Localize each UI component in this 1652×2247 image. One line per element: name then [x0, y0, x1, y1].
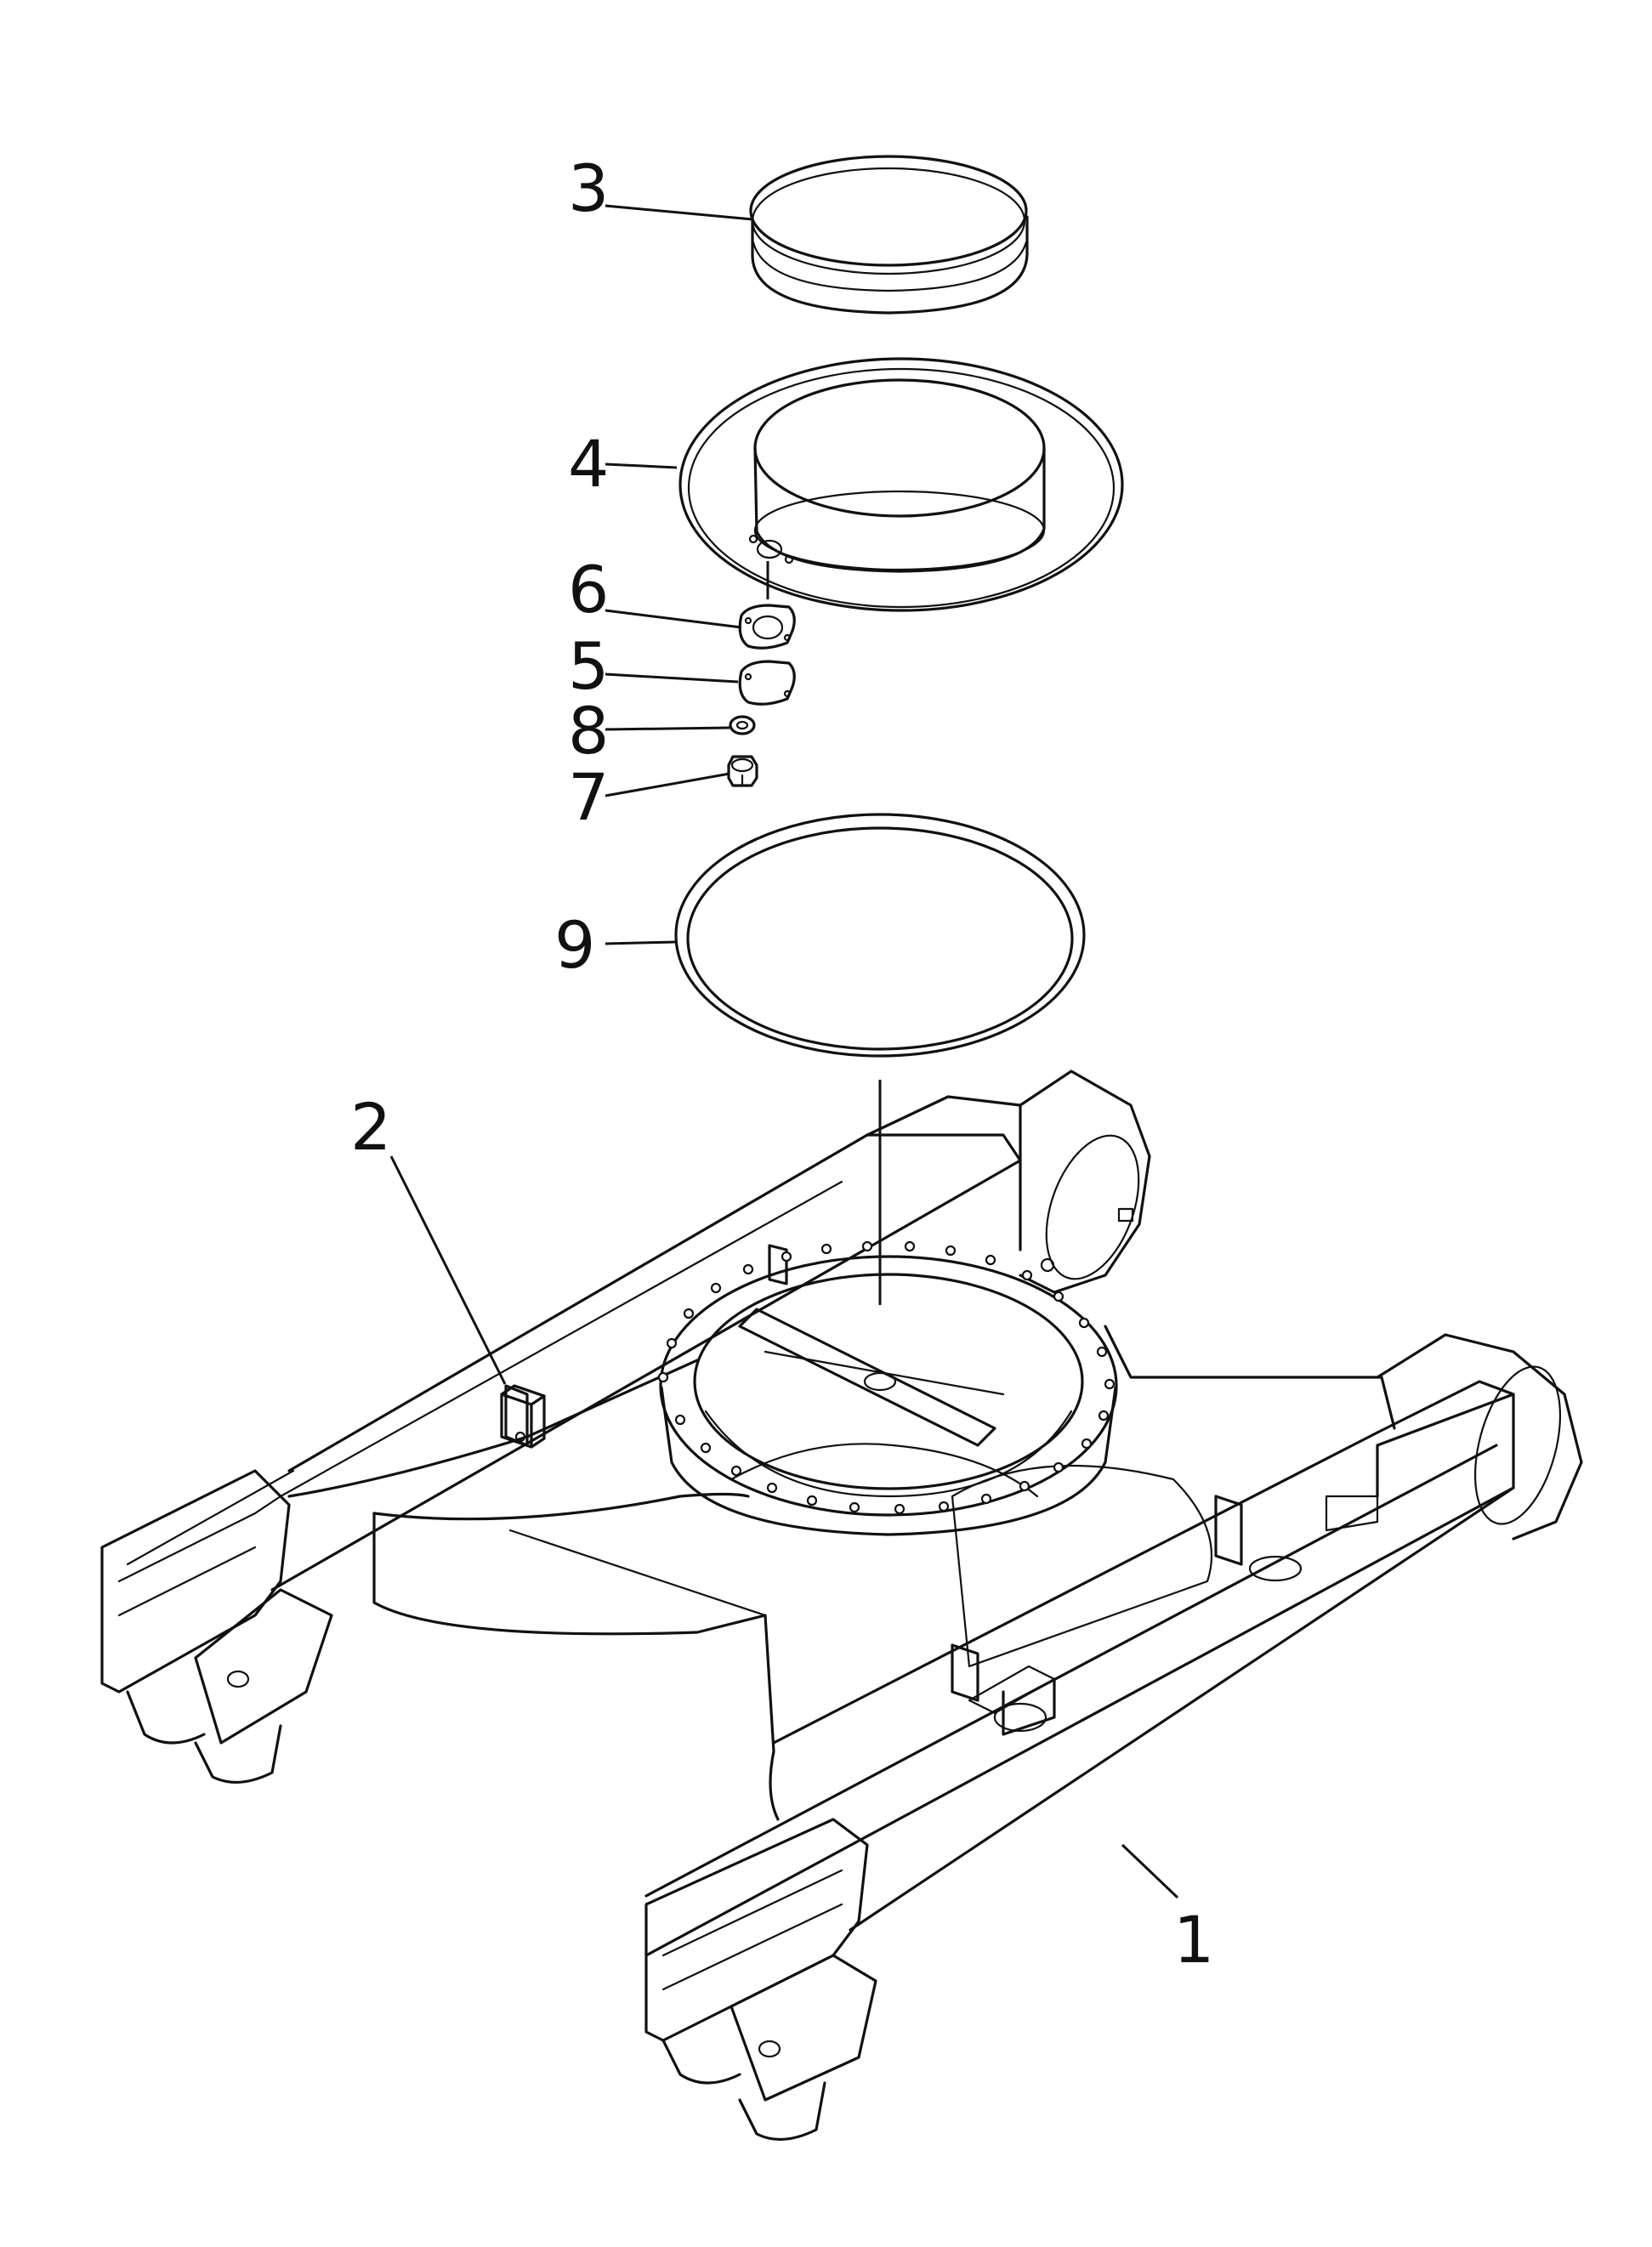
swing-circle-mount	[659, 1255, 1118, 1536]
leader-3	[605, 204, 753, 221]
callout-3: 3	[568, 150, 609, 226]
leader-4	[605, 462, 678, 469]
callout-7: 7	[568, 759, 609, 835]
bolt-holes	[657, 1240, 1116, 1515]
leader-1	[1121, 1843, 1179, 1899]
part-7-nut[interactable]	[727, 755, 758, 787]
leader-8	[605, 726, 730, 731]
part-3-cover[interactable]	[749, 155, 1029, 315]
leader-5	[605, 672, 739, 684]
leader-2	[389, 1155, 507, 1385]
part-6-gasket[interactable]	[738, 604, 796, 650]
callout-8: 8	[568, 693, 609, 769]
leader-7	[605, 772, 730, 797]
callout-6: 6	[568, 552, 609, 627]
part-4-seal-plate[interactable]	[678, 357, 1124, 612]
part-5-cover-plate[interactable]	[738, 660, 796, 706]
part-8-washer[interactable]	[729, 715, 756, 735]
callout-1: 1	[1173, 1902, 1214, 1977]
part-1-track-frame[interactable]	[100, 1070, 1583, 2142]
leader-9	[605, 940, 677, 945]
callout-2: 2	[350, 1089, 391, 1165]
leader-6	[605, 609, 742, 629]
part-2-stopper[interactable]	[500, 1384, 546, 1449]
part-9-ring-seal[interactable]	[674, 813, 1086, 1058]
callout-9: 9	[554, 907, 595, 983]
callout-5: 5	[568, 628, 609, 704]
callout-4: 4	[568, 426, 609, 502]
